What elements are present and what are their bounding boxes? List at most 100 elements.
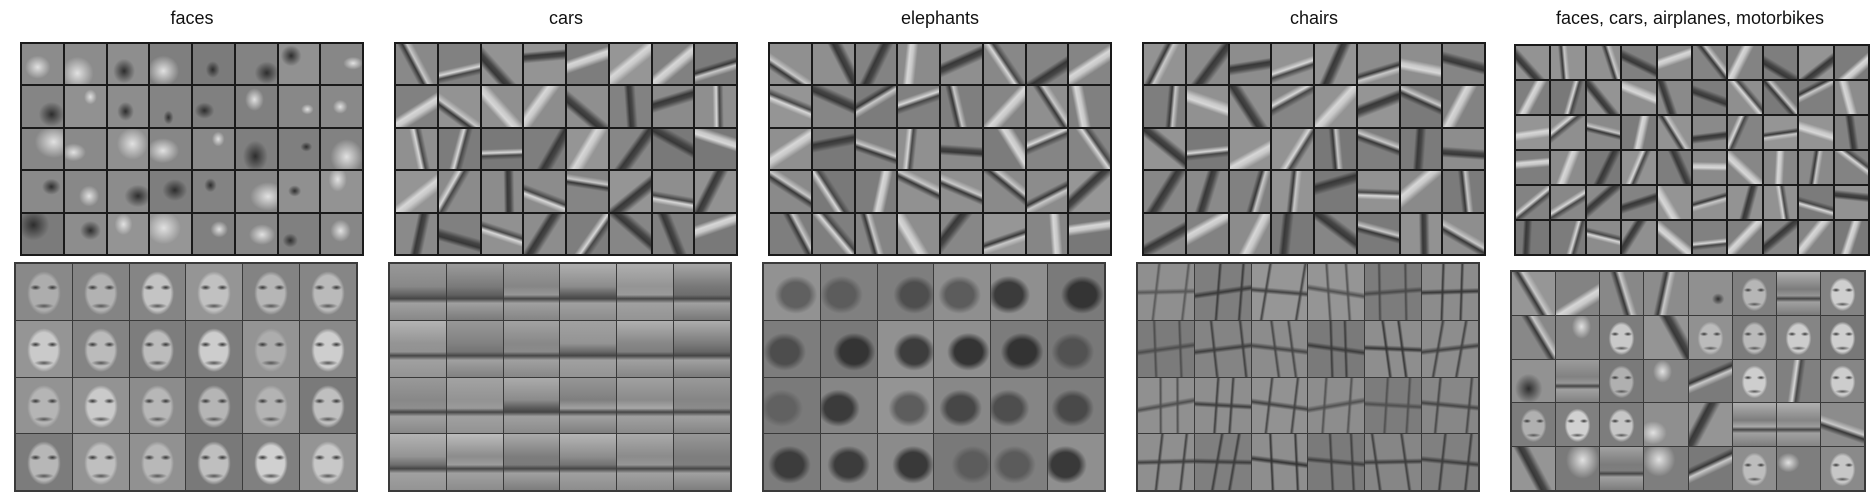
object-part-tile	[1308, 434, 1365, 490]
object-part-tile	[1776, 447, 1820, 490]
feature-tile	[1799, 116, 1833, 149]
feature-tile	[1586, 116, 1621, 149]
object-part-tile	[1776, 272, 1820, 315]
feature-tile	[1186, 171, 1228, 212]
object-part-tile	[991, 320, 1048, 377]
object-part-tile	[446, 264, 503, 320]
feature-tile	[567, 86, 608, 127]
object-part-tile	[1194, 320, 1251, 377]
object-part-tile	[1251, 434, 1308, 490]
feature-tile	[770, 213, 811, 254]
feature-tile	[1586, 81, 1621, 114]
feature-tile	[107, 44, 149, 85]
feature-tile	[150, 86, 191, 127]
feature-tile	[1763, 186, 1798, 219]
feature-tile	[941, 86, 982, 127]
feature-tile	[22, 86, 63, 127]
object-part-tile	[1365, 320, 1422, 377]
feature-tile	[695, 44, 736, 85]
feature-tile	[855, 86, 897, 127]
object-part-tile	[300, 377, 356, 434]
feature-tile	[1834, 186, 1868, 219]
object-part-tile	[617, 434, 674, 490]
feature-tile	[1357, 128, 1399, 170]
object-part-tile	[243, 264, 300, 320]
object-part-tile	[1194, 264, 1251, 320]
feature-tile	[438, 86, 480, 127]
feature-tile	[64, 171, 106, 212]
object-part-tile	[560, 434, 617, 490]
feature-tile	[235, 128, 277, 170]
feature-tile	[1144, 128, 1185, 170]
feature-tile	[64, 213, 106, 254]
feature-tile	[770, 128, 811, 170]
feature-tile	[396, 44, 437, 85]
feature-tile	[1763, 221, 1798, 254]
feature-tile	[22, 44, 63, 85]
object-part-tile	[1308, 377, 1365, 434]
object-part-tile	[243, 377, 300, 434]
object-part-tile	[1820, 359, 1864, 403]
object-part-tile	[991, 264, 1048, 320]
object-part-tile	[1194, 434, 1251, 490]
feature-tile	[983, 44, 1025, 85]
feature-tile	[1693, 151, 1727, 184]
object-part-tile	[1138, 377, 1194, 434]
object-part-tile	[1138, 434, 1194, 490]
feature-tile	[438, 128, 480, 170]
object-part-tile	[1365, 434, 1422, 490]
feature-tile	[1728, 151, 1762, 184]
feature-tile	[1586, 186, 1621, 219]
feature-tile	[983, 128, 1025, 170]
object-part-tile	[1644, 272, 1688, 315]
feature-tile	[1186, 128, 1228, 170]
object-part-tile	[1251, 377, 1308, 434]
object-part-tile	[1600, 315, 1644, 359]
feature-tile	[1622, 151, 1656, 184]
object-part-tile	[300, 264, 356, 320]
feature-tile	[481, 44, 523, 85]
panel-title-mixed: faces, cars, airplanes, motorbikes	[1555, 8, 1825, 28]
object-part-tile	[560, 377, 617, 434]
feature-tile	[1516, 221, 1550, 254]
feature-tile	[278, 213, 320, 254]
feature-tile	[1622, 186, 1656, 219]
feature-tile	[438, 171, 480, 212]
object-part-tile	[1644, 403, 1688, 447]
feature-grid-elephants	[768, 42, 1112, 256]
feature-tile	[1622, 221, 1656, 254]
feature-tile	[695, 171, 736, 212]
object-part-tile	[1556, 359, 1600, 403]
feature-tile	[481, 86, 523, 127]
feature-tile	[1144, 213, 1185, 254]
feature-tile	[64, 44, 106, 85]
object-part-tile	[72, 434, 129, 490]
feature-tile	[438, 213, 480, 254]
object-part-tile	[764, 377, 820, 434]
feature-tile	[481, 128, 523, 170]
feature-tile	[1657, 151, 1691, 184]
object-part-tile	[1556, 447, 1600, 490]
object-part-tile	[764, 320, 820, 377]
feature-tile	[1229, 128, 1271, 170]
object-part-tile	[72, 320, 129, 377]
feature-tile	[1272, 86, 1313, 127]
feature-tile	[652, 128, 694, 170]
feature-tile	[1186, 86, 1228, 127]
object-part-tile	[820, 264, 877, 320]
object-part-tile	[1732, 272, 1776, 315]
feature-tile	[695, 86, 736, 127]
object-part-tile	[934, 434, 991, 490]
feature-tile	[1693, 116, 1727, 149]
object-part-tile	[243, 434, 300, 490]
object-part-tile	[1820, 315, 1864, 359]
object-part-tile	[1644, 359, 1688, 403]
object-grid-elephants	[762, 262, 1106, 492]
object-part-tile	[446, 434, 503, 490]
object-part-tile	[1138, 320, 1194, 377]
object-part-tile	[1308, 320, 1365, 377]
object-part-tile	[1512, 403, 1556, 447]
feature-tile	[770, 44, 811, 85]
object-part-tile	[1048, 320, 1104, 377]
object-part-tile	[186, 320, 243, 377]
